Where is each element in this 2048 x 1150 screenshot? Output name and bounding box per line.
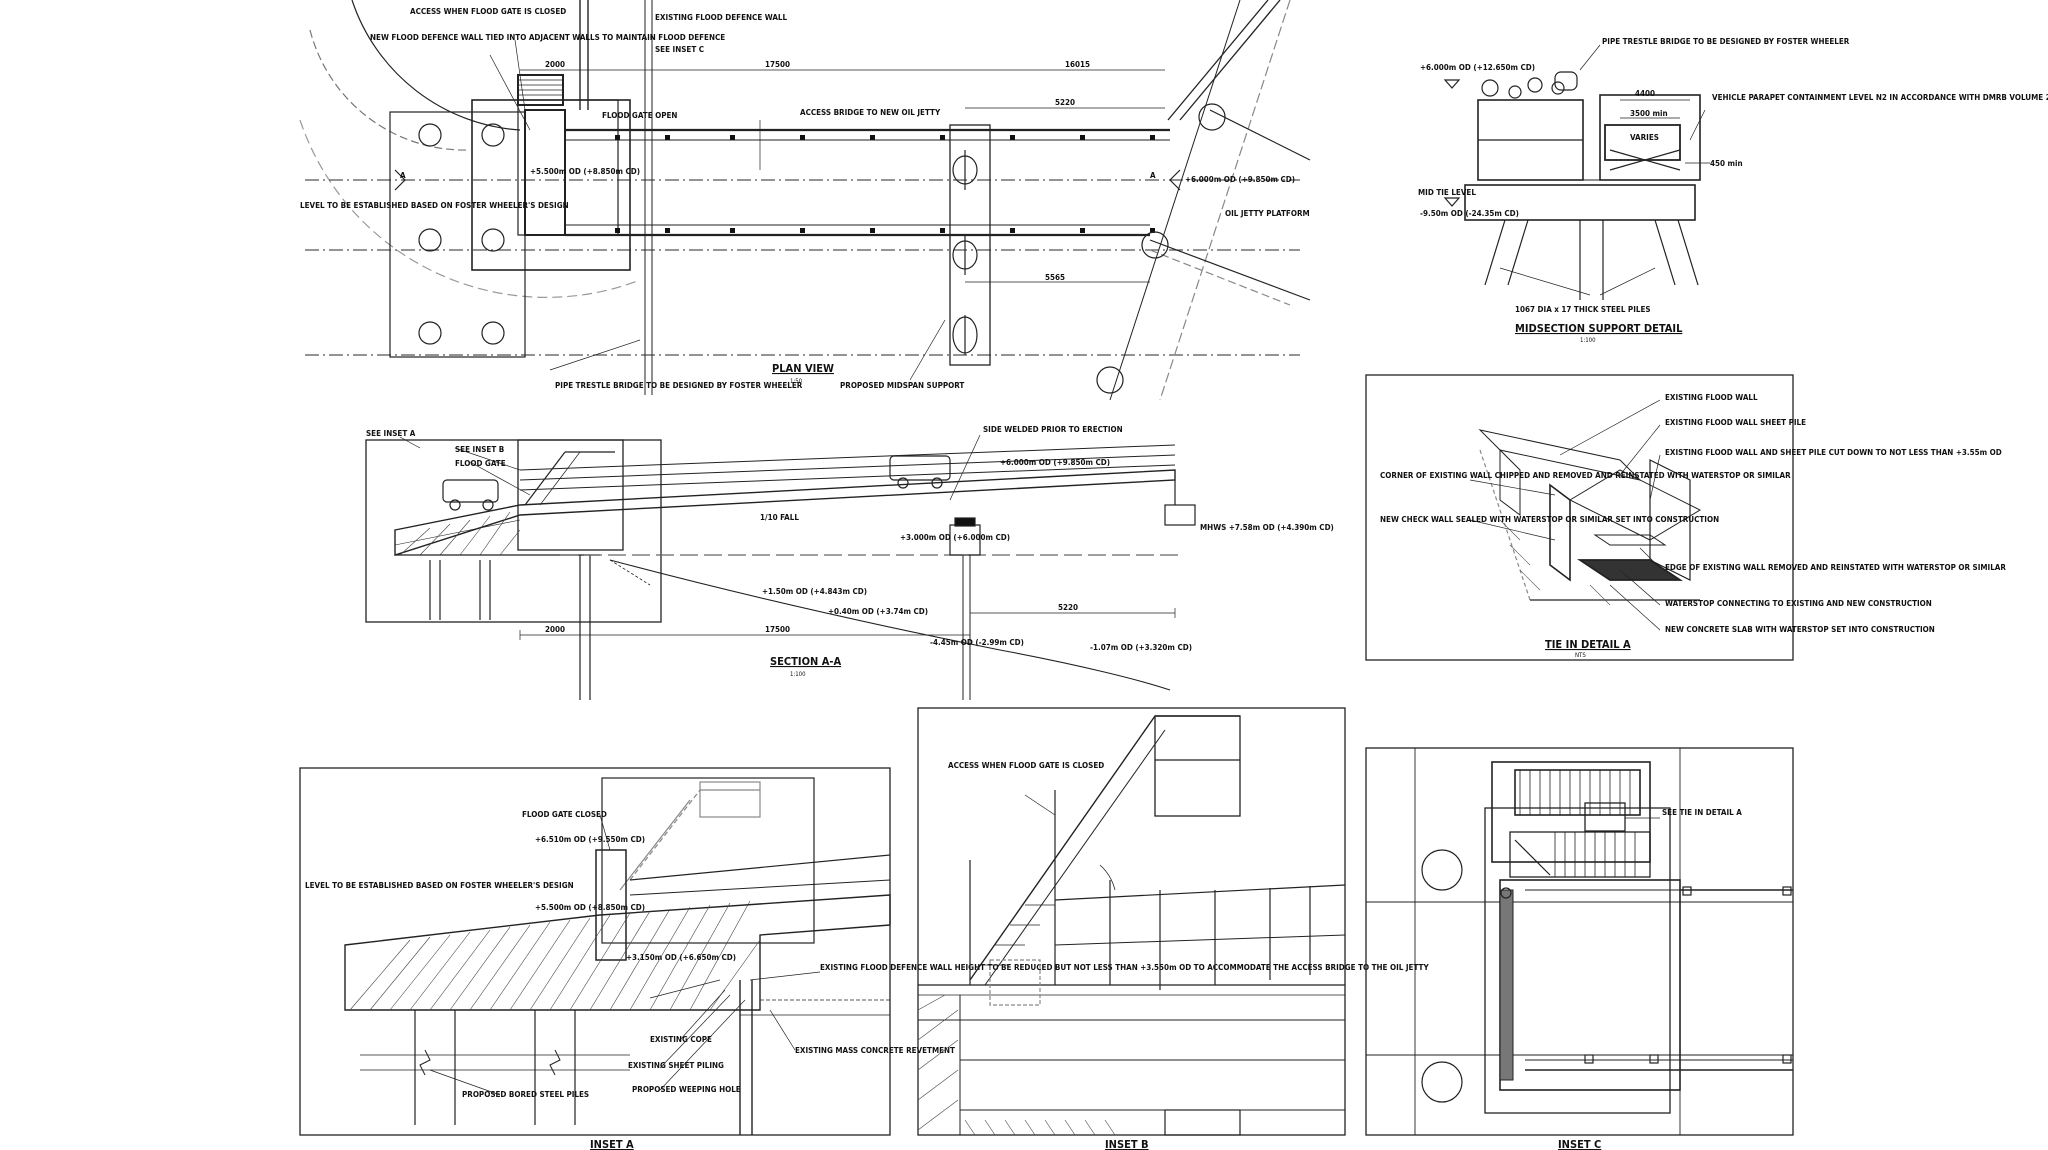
- sec-label-3: FLOOD GATE: [455, 459, 506, 468]
- inset-c-text: SEE TIE IN DETAIL A INSET C: [1558, 808, 1742, 1150]
- sec-label-2: SEE INSET B: [455, 445, 504, 454]
- mid-label-3: VARIES: [1630, 133, 1659, 142]
- insa-label-4: +5.500m OD (+8.850m CD): [535, 903, 645, 912]
- plan-label-10: PROPOSED MIDSPAN SUPPORT: [840, 381, 964, 390]
- plan-label-8: OIL JETTY PLATFORM: [1225, 209, 1310, 218]
- inset-c-title: INSET C: [1558, 1138, 1601, 1150]
- sec-label-1: SEE INSET A: [366, 429, 416, 438]
- inset-b-title: INSET B: [1105, 1138, 1149, 1150]
- section-a-a: [365, 434, 1196, 700]
- mid-label-2: VEHICLE PARAPET CONTAINMENT LEVEL N2 IN …: [1712, 93, 2048, 102]
- sec-dim-2: 17500: [765, 625, 790, 634]
- sec-label-6: 1/10 FALL: [760, 513, 799, 522]
- insc-label-1: SEE TIE IN DETAIL A: [1662, 808, 1742, 817]
- tie-label-6: EDGE OF EXISTING WALL REMOVED AND REINST…: [1665, 563, 2006, 572]
- insa-label-7: EXISTING COPE: [650, 1035, 712, 1044]
- inset-a-title: INSET A: [590, 1138, 634, 1150]
- plan-section-mark-left: A: [400, 171, 406, 180]
- sec-dim-1: 2000: [545, 625, 565, 634]
- plan-label-7: LEVEL TO BE ESTABLISHED BASED ON FOSTER …: [300, 201, 569, 210]
- tie-in-title: TIE IN DETAIL A: [1545, 638, 1631, 651]
- tie-label-3: EXISTING FLOOD WALL AND SHEET PILE CUT D…: [1665, 448, 2002, 457]
- inset-b: [917, 707, 1346, 1136]
- section-a-a-scale: 1:100: [790, 671, 806, 678]
- section-a-a-title: SECTION A-A: [770, 655, 841, 668]
- sec-label-7: +3.000m OD (+6.000m CD): [900, 533, 1010, 542]
- insa-label-2: +6.510m OD (+9.550m CD): [535, 835, 645, 844]
- plan-view-text: ACCESS WHEN FLOOD GATE IS CLOSED NEW FLO…: [300, 7, 1310, 390]
- plan-section-mark-right: A: [1150, 171, 1156, 180]
- plan-label-4: SEE INSET C: [655, 45, 704, 54]
- plan-dim-5: 5565: [1045, 273, 1065, 282]
- tie-label-7: WATERSTOP CONNECTING TO EXISTING AND NEW…: [1665, 599, 1932, 608]
- midsection-title: MIDSECTION SUPPORT DETAIL: [1515, 322, 1683, 335]
- tie-in-detail-text: EXISTING FLOOD WALL EXISTING FLOOD WALL …: [1380, 393, 2006, 659]
- insa-label-3: LEVEL TO BE ESTABLISHED BASED ON FOSTER …: [305, 881, 574, 890]
- insa-label-8: EXISTING SHEET PILING: [628, 1061, 724, 1070]
- plan-label-12: +5.500m OD (+8.850m CD): [530, 167, 640, 176]
- tie-in-scale: NTS: [1575, 652, 1586, 659]
- plan-label-3: EXISTING FLOOD DEFENCE WALL: [655, 13, 787, 22]
- sec-dim-3: 5220: [1058, 603, 1078, 612]
- inset-a-text: FLOOD GATE CLOSED +6.510m OD (+9.550m CD…: [305, 810, 1429, 1150]
- mid-dim-3: 450 min: [1710, 159, 1743, 168]
- insa-label-10: EXISTING MASS CONCRETE REVETMENT: [795, 1046, 955, 1055]
- insa-label-11: PROPOSED BORED STEEL PILES: [462, 1090, 589, 1099]
- sec-label-12: +6.000m OD (+9.850m CD): [1000, 458, 1110, 467]
- inset-a: [299, 767, 891, 1136]
- mid-dim-2: 3500 min: [1630, 109, 1668, 118]
- plan-label-6: ACCESS BRIDGE TO NEW OIL JETTY: [800, 108, 941, 117]
- mid-label-7: -9.50m OD (-24.35m CD): [1420, 209, 1519, 218]
- insa-label-5: +3.150m OD (+6.650m CD): [626, 953, 736, 962]
- inset-b-text: ACCESS WHEN FLOOD GATE IS CLOSED INSET B: [948, 761, 1149, 1150]
- midsection-support-text: PIPE TRESTLE BRIDGE TO BE DESIGNED BY FO…: [1418, 37, 2048, 344]
- sec-label-4: SIDE WELDED PRIOR TO ERECTION: [983, 425, 1123, 434]
- tie-in-detail-a: [1365, 374, 1794, 661]
- plan-dim-3: 16015: [1065, 60, 1090, 69]
- plan-label-1: ACCESS WHEN FLOOD GATE IS CLOSED: [410, 7, 566, 16]
- tie-label-4: CORNER OF EXISTING WALL CHIPPED AND REMO…: [1380, 471, 1791, 480]
- plan-label-2: NEW FLOOD DEFENCE WALL TIED INTO ADJACEN…: [370, 33, 725, 42]
- insa-label-6: EXISTING FLOOD DEFENCE WALL HEIGHT TO BE…: [820, 963, 1429, 972]
- insa-label-9: PROPOSED WEEPING HOLE: [632, 1085, 741, 1094]
- section-a-a-text: SEE INSET A SEE INSET B FLOOD GATE SIDE …: [366, 425, 1334, 678]
- tie-label-1: EXISTING FLOOD WALL: [1665, 393, 1758, 402]
- mid-dim-1: 4400: [1635, 89, 1655, 98]
- plan-view: [299, 0, 1311, 401]
- mid-label-1: PIPE TRESTLE BRIDGE TO BE DESIGNED BY FO…: [1602, 37, 1850, 46]
- sec-label-8: +1.50m OD (+4.843m CD): [762, 587, 867, 596]
- sec-label-10: -4.45m OD (-2.99m CD): [930, 638, 1024, 647]
- plan-view-scale: 1:50: [790, 378, 803, 385]
- sec-label-9: +0.40m OD (+3.74m CD): [828, 607, 928, 616]
- plan-dim-2: 17500: [765, 60, 790, 69]
- plan-label-9: PIPE TRESTLE BRIDGE TO BE DESIGNED BY FO…: [555, 381, 803, 390]
- insb-label-1: ACCESS WHEN FLOOD GATE IS CLOSED: [948, 761, 1104, 770]
- tie-label-2: EXISTING FLOOD WALL SHEET PILE: [1665, 418, 1806, 427]
- plan-dim-1: 2000: [545, 60, 565, 69]
- tie-label-8: NEW CONCRETE SLAB WITH WATERSTOP SET INT…: [1665, 625, 1935, 634]
- sec-label-5: MHWS +7.58m OD (+4.390m CD): [1200, 523, 1334, 532]
- tie-label-5: NEW CHECK WALL SEALED WITH WATERSTOP OR …: [1380, 515, 1719, 524]
- insa-label-1: FLOOD GATE CLOSED: [522, 810, 607, 819]
- midsection-support-detail: [1443, 44, 1710, 300]
- mid-label-6: +6.000m OD (+12.650m CD): [1420, 63, 1535, 72]
- midsection-scale: 1:100: [1580, 337, 1596, 344]
- mid-label-4: MID TIE LEVEL: [1418, 188, 1476, 197]
- inset-c: [1365, 747, 1794, 1136]
- plan-view-title: PLAN VIEW: [772, 362, 834, 375]
- mid-label-5: 1067 DIA x 17 THICK STEEL PILES: [1515, 305, 1651, 314]
- plan-label-11: +6.000m OD (+9.850m CD): [1185, 175, 1295, 184]
- plan-label-5: FLOOD GATE OPEN: [602, 111, 677, 120]
- sec-label-11: -1.07m OD (+3.320m CD): [1090, 643, 1192, 652]
- plan-dim-4: 5220: [1055, 98, 1075, 107]
